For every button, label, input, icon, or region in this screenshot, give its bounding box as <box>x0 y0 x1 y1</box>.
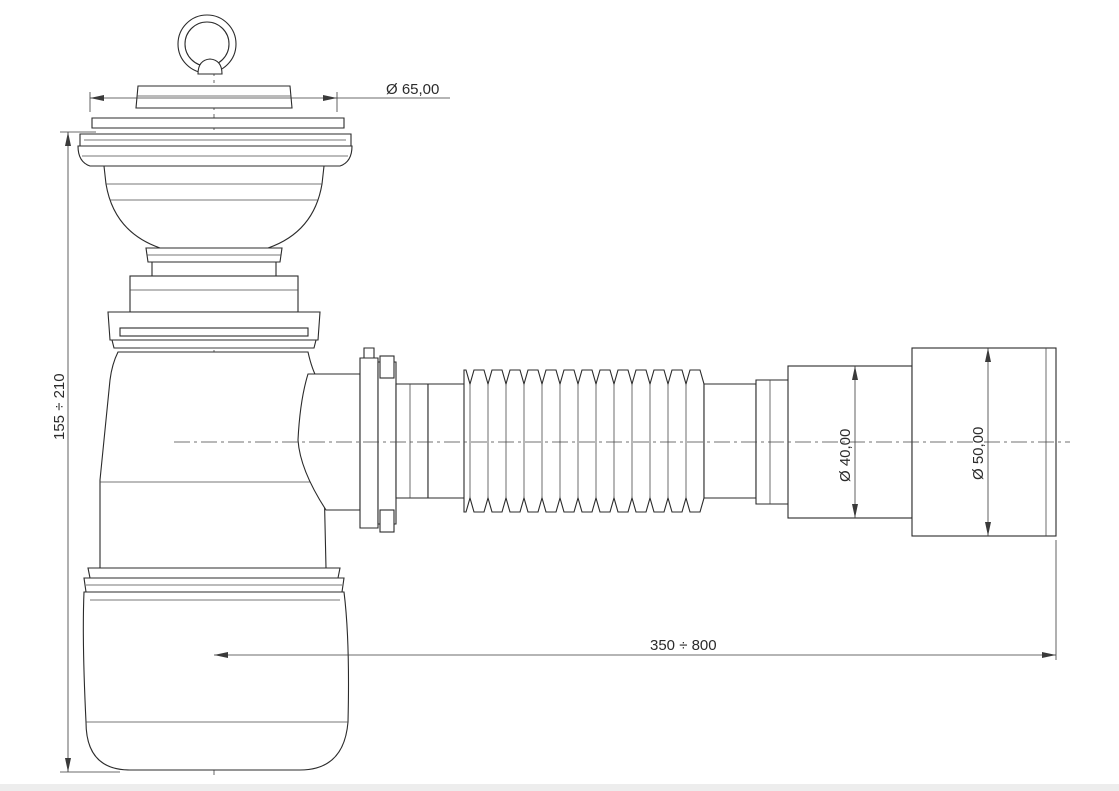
strainer-flange <box>77 117 353 167</box>
horizontal-length-label: 350 ÷ 800 <box>650 637 717 654</box>
dimension-outlet-outer-diameter <box>985 348 991 536</box>
dimension-horizontal-length <box>214 540 1057 660</box>
trap-body <box>83 351 345 593</box>
plug-diameter-label: Ø 65,00 <box>386 81 439 98</box>
bottle-cap <box>82 591 350 771</box>
dimension-total-height <box>60 131 120 773</box>
strainer-bowl <box>103 165 325 277</box>
outlet-inner-diameter-label: Ø 40,00 <box>837 429 854 482</box>
total-height-label: 155 ÷ 210 <box>51 373 68 440</box>
plug-ring <box>135 14 293 109</box>
outlet-outer-diameter-label: Ø 50,00 <box>970 427 987 480</box>
page-bottom-edge <box>0 784 1119 791</box>
dimension-outlet-inner-diameter <box>852 366 858 518</box>
union-nut <box>107 275 321 353</box>
corrugated-hose <box>427 369 791 513</box>
dimension-plug-diameter <box>89 92 450 112</box>
